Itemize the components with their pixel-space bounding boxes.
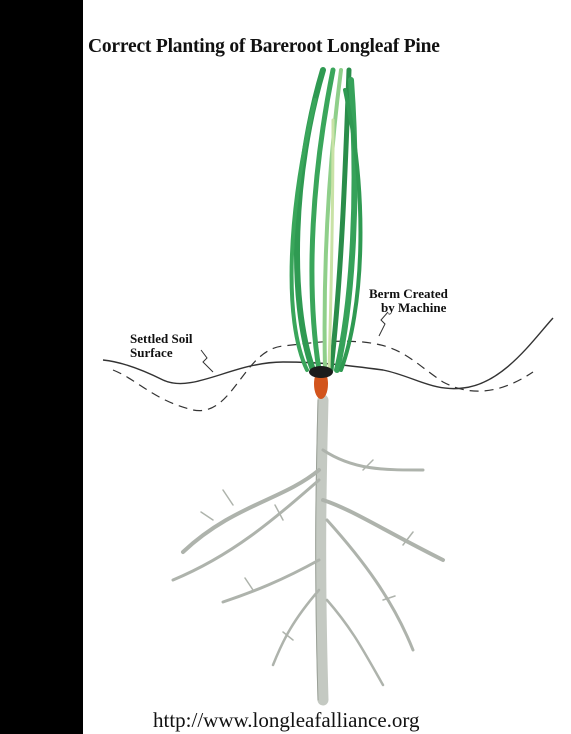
needle-bundle (292, 70, 361, 370)
diagram-title: Correct Planting of Bareroot Longleaf Pi… (88, 36, 570, 58)
berm-label: Berm Created by Machine (369, 287, 448, 315)
diagram-stage: Correct Planting of Bareroot Longleaf Pi… (83, 0, 571, 734)
settled-soil-pointer (201, 350, 213, 372)
terminal-bud-shadow (309, 366, 333, 378)
berm-label-line1: Berm Created (369, 287, 448, 301)
settled-soil-label-line2: Surface (130, 346, 192, 360)
berm-label-line2: by Machine (369, 301, 448, 315)
left-black-bar (0, 0, 83, 734)
settled-soil-label: Settled Soil Surface (130, 332, 192, 360)
berm-pointer (379, 312, 388, 336)
settled-soil-label-line1: Settled Soil (130, 332, 192, 346)
root-system (173, 400, 443, 700)
seedling-illustration (83, 0, 571, 734)
footer-url: http://www.longleafalliance.org (153, 708, 420, 733)
